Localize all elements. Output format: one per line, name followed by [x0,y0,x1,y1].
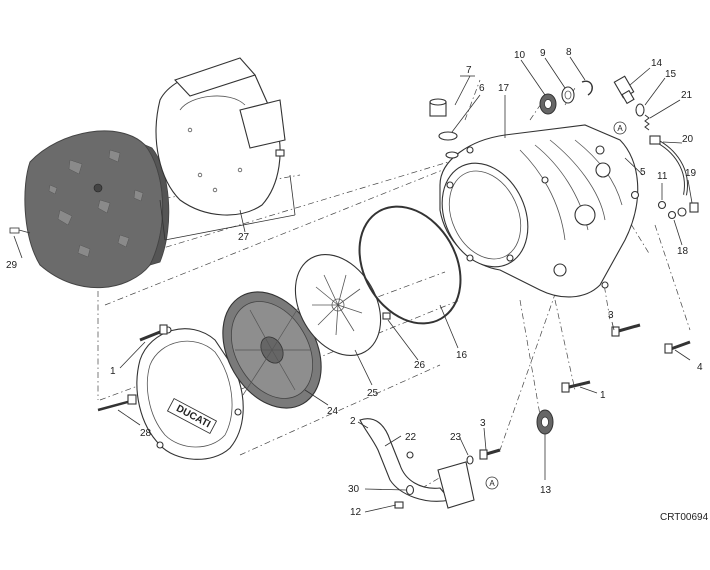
callout-10: 10 [514,50,526,61]
callout-12: 12 [350,507,362,518]
callout-1-left: 1 [110,366,116,377]
screw-28 [97,394,137,412]
circlip-8 [581,80,593,96]
callout-30: 30 [348,484,360,495]
drawing-code: CRT00694 [660,512,709,523]
breather-pipe-20 [649,135,688,196]
callout-1-right: 1 [600,390,606,401]
bolt-1-right [561,380,591,393]
callout-3-lower: 3 [480,418,486,429]
callout-14: 14 [651,58,663,69]
callout-13: 13 [540,485,552,496]
reference-mark-a-top: A [613,121,627,135]
gasket-15 [635,103,645,117]
callout-2: 2 [350,416,356,427]
bolt-1-top [139,324,168,342]
bolt-4 [664,340,691,354]
bolt-3-right [611,323,641,337]
callout-8: 8 [566,47,572,58]
clutch-pressure-plate [222,291,322,409]
reference-mark-a-bottom-label: A [489,479,495,488]
callout-20: 20 [682,134,694,145]
o-ring-gasket [358,205,462,325]
callout-24: 24 [327,406,339,417]
crankcase-cover [439,124,640,298]
washer-23 [466,455,474,465]
callout-4: 4 [697,362,703,373]
callout-29: 29 [6,260,18,271]
reference-mark-a-top-label: A [617,124,623,133]
callout-7: 7 [466,65,472,76]
callout-6: 6 [479,83,485,94]
callout-21: 21 [681,90,693,101]
bracket-22 [359,418,475,509]
callout-27: 27 [238,232,250,243]
callout-18: 18 [677,246,689,257]
oil-filler-cap [429,98,459,159]
callout-22: 22 [405,432,417,443]
spring-21 [644,114,650,131]
callout-23: 23 [450,432,462,443]
screw-29 [9,227,31,234]
callout-3-right: 3 [608,310,614,321]
seal-ring-10 [539,93,557,115]
washer-30 [405,484,415,496]
callout-25: 25 [367,388,379,399]
reference-mark-a-bottom: A [485,476,499,490]
callout-19: 19 [685,168,697,179]
callout-5: 5 [640,167,646,178]
part-callouts: 29 27 1 28 24 25 26 16 7 6 17 10 9 8 14 … [6,47,703,518]
leader-lines [13,56,693,513]
screw-26 [382,312,391,320]
seal-13 [536,409,554,435]
callout-17: 17 [498,83,510,94]
outer-protective-cover [24,130,170,288]
callout-11: 11 [657,171,668,182]
small-fittings-11-18-19 [657,200,699,220]
callout-9: 9 [540,48,546,59]
clutch-spring-plate [294,253,382,357]
inner-cover-shield [155,57,296,241]
callout-26: 26 [414,360,426,371]
callout-16: 16 [456,350,468,361]
sensor-14 [613,75,635,105]
clutch-cover: DUCATI [136,326,244,460]
bolt-3-lower [479,448,501,460]
callout-28: 28 [140,428,152,439]
callout-15: 15 [665,69,677,80]
washer-9 [561,86,575,104]
screw-12 [394,501,404,509]
